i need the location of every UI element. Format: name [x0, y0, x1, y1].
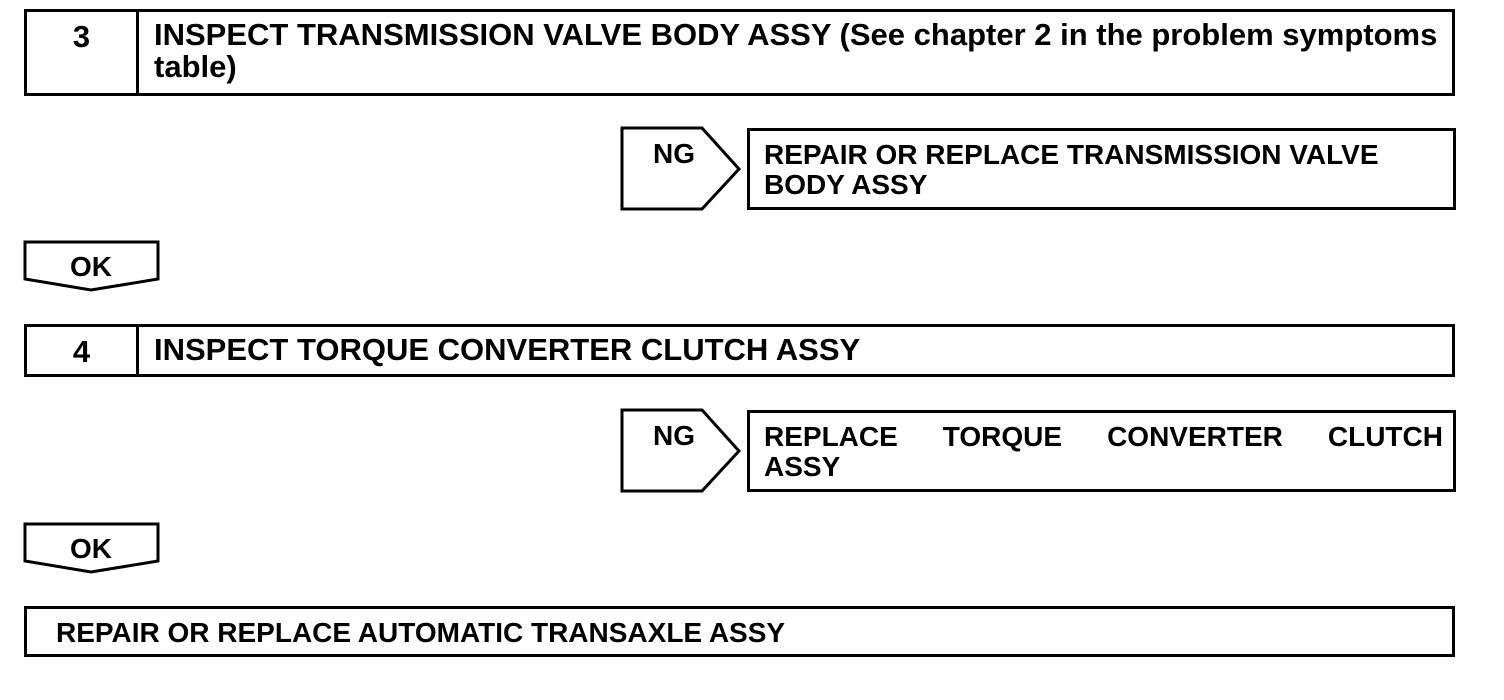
ng-arrow-step-4 — [620, 408, 742, 493]
ng-result-line-1-step-4: REPLACE TORQUE CONVERTER CLUTCH — [764, 422, 1443, 452]
ng-result-box-step-3: REPAIR OR REPLACE TRANSMISSION VALVE BOD… — [747, 128, 1456, 210]
ng-label-step-4: NG — [653, 420, 695, 451]
step-3-title: INSPECT TRANSMISSION VALVE BODY ASSY (Se… — [154, 17, 1438, 84]
ok-label-step-4: OK — [70, 533, 112, 564]
ng-result-word: CLUTCH — [1327, 421, 1443, 452]
ng-result-box-step-4: REPLACE TORQUE CONVERTER CLUTCH ASSY — [747, 410, 1456, 492]
ok-arrow-step-3 — [23, 240, 160, 292]
ok-label-step-3: OK — [70, 251, 112, 282]
step-4-title: INSPECT TORQUE CONVERTER CLUTCH ASSY — [154, 332, 861, 367]
ng-label-step-3: NG — [653, 138, 695, 169]
ng-result-word: CONVERTER — [1107, 421, 1283, 452]
ng-result-word: TORQUE — [942, 421, 1063, 452]
ng-result-text-step-3: REPAIR OR REPLACE TRANSMISSION VALVE BOD… — [764, 139, 1379, 200]
step-3-number: 3 — [27, 12, 139, 93]
step-4-box: 4 INSPECT TORQUE CONVERTER CLUTCH ASSY — [24, 324, 1455, 377]
ng-result-text-step-4: REPLACE TORQUE CONVERTER CLUTCH ASSY — [764, 422, 1443, 482]
final-action-text: REPAIR OR REPLACE AUTOMATIC TRANSAXLE AS… — [56, 617, 786, 648]
step-4-number: 4 — [27, 327, 139, 374]
ng-result-word: REPLACE — [764, 421, 898, 452]
ok-arrow-step-4 — [23, 522, 160, 574]
final-action-box: REPAIR OR REPLACE AUTOMATIC TRANSAXLE AS… — [24, 606, 1455, 657]
ng-result-line-2-step-4: ASSY — [764, 451, 841, 482]
ng-arrow-step-3 — [620, 126, 742, 211]
step-3-box: 3 INSPECT TRANSMISSION VALVE BODY ASSY (… — [24, 9, 1455, 96]
